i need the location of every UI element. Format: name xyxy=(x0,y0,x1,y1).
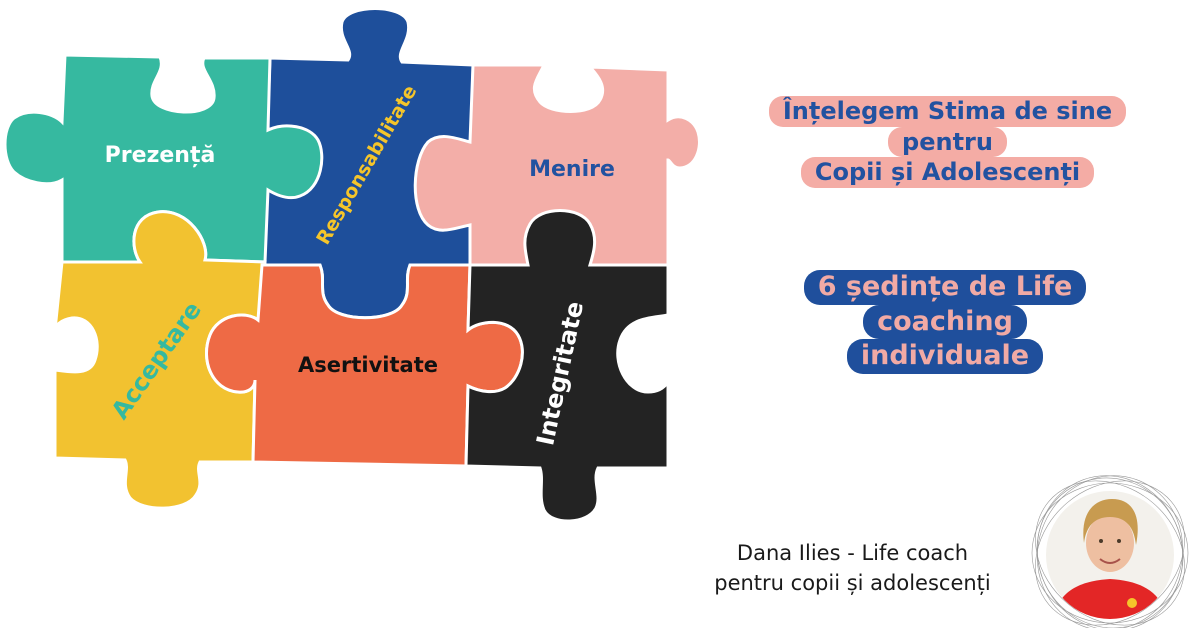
sessions-banner: 6 ședințe de Life coaching individuale xyxy=(785,270,1105,374)
puzzle-graphic: Prezență Responsabilitate Menire Accepta… xyxy=(3,7,700,523)
sessions-line: 6 ședințe de Life xyxy=(803,270,1087,305)
puzzle-piece-integritate xyxy=(464,209,670,523)
title-banner: Înțelegem Stima de sine pentru Copii și … xyxy=(735,96,1160,189)
puzzle-label-asertivitate: Asertivitate xyxy=(298,353,438,377)
puzzle-label-prezenta: Prezență xyxy=(105,143,216,168)
puzzle-piece-acceptare xyxy=(53,210,267,510)
title-line: Înțelegem Stima de sine xyxy=(768,96,1127,127)
puzzle-piece-menire xyxy=(413,63,700,272)
title-line: pentru xyxy=(888,126,1007,158)
coach-name: Dana Ilies - Life coach xyxy=(736,541,969,565)
sessions-line: individuale xyxy=(846,339,1044,374)
coach-credit: Dana Ilies - Life coach pentru copii și … xyxy=(680,538,1025,599)
coach-subtitle: pentru copii și adolescenți xyxy=(714,571,991,596)
sessions-line: coaching xyxy=(863,304,1027,340)
decorative-circle-pattern xyxy=(1031,475,1189,631)
puzzle-label-menire: Menire xyxy=(529,157,615,182)
puzzle-piece-prezenta xyxy=(3,53,324,264)
avatar xyxy=(1022,463,1198,631)
title-line: Copii și Adolescenți xyxy=(800,157,1095,189)
